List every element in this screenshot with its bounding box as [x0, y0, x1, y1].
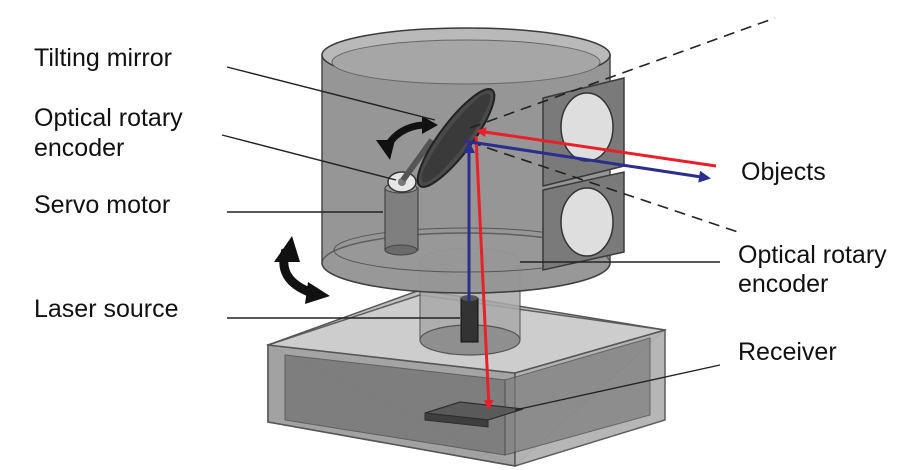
receiver-plate [424, 401, 524, 428]
optical-rotary-encoder-left [387, 171, 417, 193]
tilting-mirror [400, 88, 496, 188]
mirror-tilt-arrow [376, 116, 438, 160]
fov-line-lower [469, 141, 739, 233]
label-receiver: Receiver [738, 338, 837, 366]
laser-source [460, 295, 479, 343]
servo-motor [384, 182, 419, 256]
label-optical-rotary-encoder-right-line1: Optical rotary [738, 241, 887, 269]
label-optical-rotary-encoder-left-line2: encoder [34, 134, 125, 162]
label-optical-rotary-encoder-right-line2: encoder [738, 270, 829, 298]
label-objects: Objects [741, 158, 826, 186]
leader-receiver [514, 364, 721, 411]
label-servo-motor: Servo motor [34, 191, 171, 219]
head-rotation-arrow [274, 236, 330, 304]
label-optical-rotary-encoder-left-line1: Optical rotary [34, 104, 183, 132]
leader-tilting-mirror [226, 66, 436, 121]
leader-lines [221, 66, 721, 411]
window-lower [542, 171, 625, 271]
fov-line-upper [469, 17, 776, 129]
returned-beam [463, 139, 711, 301]
leader-encoder-left [221, 134, 397, 181]
label-laser-source: Laser source [34, 295, 179, 323]
label-tilting-mirror: Tilting mirror [34, 44, 172, 72]
